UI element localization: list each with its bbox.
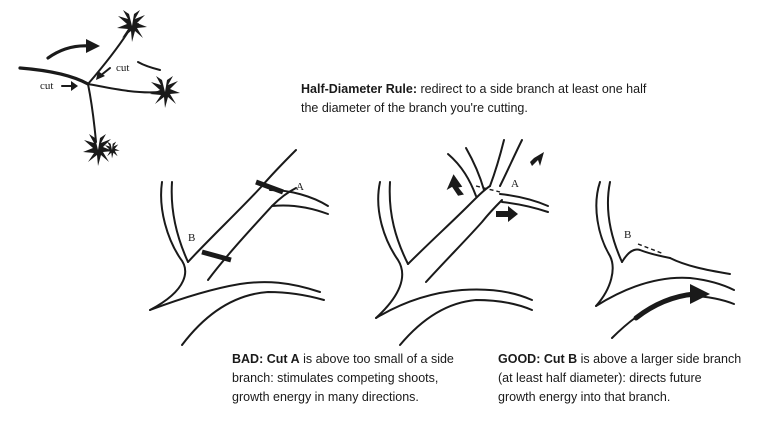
branch-diagram-2 <box>375 139 549 346</box>
cut-label-top: cut <box>116 62 130 74</box>
curved-arrow-icon <box>633 284 710 321</box>
branch-diagram-1 <box>149 149 329 346</box>
bad-line2: branch: stimulates competing shoots, <box>232 371 439 385</box>
label-b-diagram1: B <box>188 232 196 244</box>
bad-line1: is above too small of a side <box>303 352 454 366</box>
small-tree-sketch <box>18 10 180 166</box>
good-caption: GOOD: Cut B is above a larger side branc… <box>498 350 758 407</box>
small-arrow-icon <box>446 174 464 196</box>
bad-line3: growth energy in many directions. <box>232 390 419 404</box>
cut-label-left: cut <box>40 80 54 92</box>
good-cut: Cut B <box>543 352 578 366</box>
rule-line1: redirect to a side branch at least one h… <box>420 82 647 96</box>
bad-tag: BAD: <box>232 352 264 366</box>
rule-line2: the diameter of the branch you're cuttin… <box>301 101 528 115</box>
label-b-diagram3: B <box>624 229 632 241</box>
good-line3: growth energy into that branch. <box>498 390 671 404</box>
leaf-cluster-icon <box>117 10 147 42</box>
rule-title: Half-Diameter Rule: <box>301 82 417 96</box>
half-diameter-rule-caption: Half-Diameter Rule: redirect to a side b… <box>301 80 701 118</box>
good-line1: is above a larger side branch <box>580 352 742 366</box>
small-arrow-icon <box>530 152 544 166</box>
branch-diagram-3 <box>595 181 735 339</box>
small-arrow-icon <box>496 206 518 222</box>
bad-caption: BAD: Cut A is above too small of a side … <box>232 350 482 407</box>
bad-cut: Cut A <box>266 352 300 366</box>
curved-arrow-icon <box>46 39 100 60</box>
label-a-diagram2: A <box>511 178 519 190</box>
small-arrow-icon <box>96 67 111 80</box>
good-tag: GOOD: <box>498 352 541 366</box>
small-arrow-icon <box>61 81 78 91</box>
good-line2: (at least half diameter): directs future <box>498 371 702 385</box>
label-a-diagram1: A <box>296 181 304 193</box>
